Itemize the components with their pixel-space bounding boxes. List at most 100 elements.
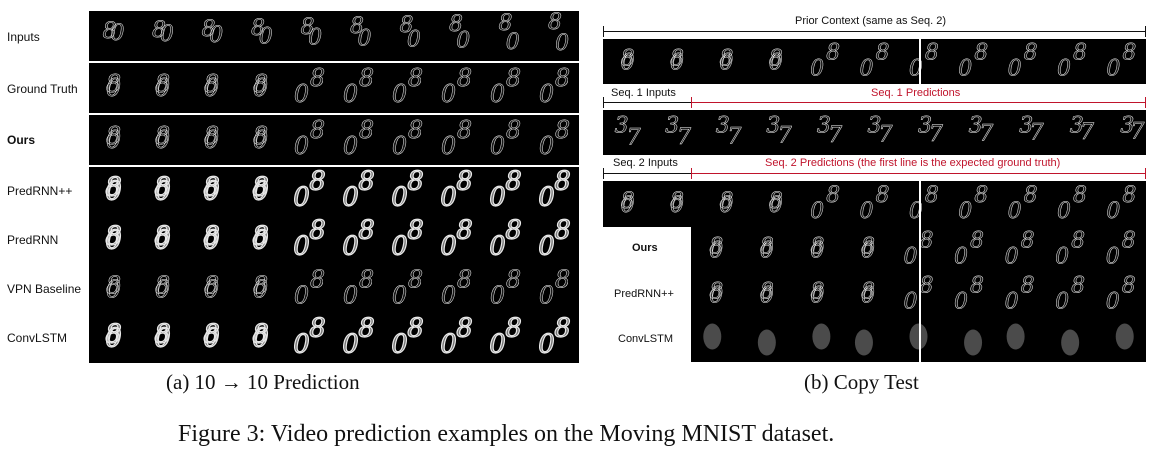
digit-mark: 0: [769, 51, 783, 76]
digit-mark: 8: [505, 216, 522, 246]
digit-mark: 8: [253, 272, 268, 300]
digit-mark: 8: [309, 167, 326, 197]
digit-mark: 0: [958, 199, 972, 224]
digit-mark: 0: [440, 330, 457, 360]
digit-mark: 8: [769, 189, 783, 214]
digit-mark: 8: [506, 266, 521, 294]
digit-mark: 8: [506, 116, 521, 144]
digit-mark: 0: [252, 226, 269, 256]
digit-mark: 3: [817, 114, 831, 139]
digit-mark: 8: [709, 280, 723, 305]
digit-mark: 0: [294, 80, 309, 108]
digit-mark: 3: [766, 114, 780, 139]
digit-mark: 8: [719, 47, 733, 72]
blurred-digit-blob: [812, 323, 831, 350]
digit-mark: 8: [252, 320, 269, 350]
digit-mark: 8: [554, 314, 571, 344]
digit-mark: 3: [969, 114, 983, 139]
seq1-inputs-label: Seq. 1 Inputs: [608, 87, 679, 99]
digit-mark: 8: [456, 167, 473, 197]
digit-mark: 0: [860, 57, 874, 82]
digit-mark: 0: [1106, 57, 1120, 82]
digit-mark: 8: [554, 216, 571, 246]
seq2-predictions-arrow: [691, 173, 1146, 174]
digit-mark: 8: [154, 173, 171, 203]
digit-mark: 8: [1021, 229, 1035, 254]
digit-mark: 0: [1106, 199, 1120, 224]
digit-mark: 0: [1055, 290, 1069, 315]
digit-mark: 7: [929, 122, 943, 147]
digit-mark: 0: [490, 282, 505, 310]
blurred-digit-blob: [1061, 329, 1080, 356]
digit-mark: 3: [665, 114, 679, 139]
arrow-tick: [603, 97, 604, 108]
digit-mark: 8: [358, 216, 375, 246]
digit-mark: 8: [1071, 229, 1085, 254]
digit-mark: 8: [310, 266, 325, 294]
digit-mark: 0: [538, 232, 555, 262]
prior-context-arrow: [603, 31, 1146, 32]
digit-mark: 0: [293, 330, 310, 360]
digit-mark: 0: [252, 324, 269, 354]
digit-mark: 7: [1030, 121, 1044, 146]
digit-mark: 8: [826, 41, 840, 66]
digit-mark: 0: [204, 74, 219, 102]
digit-mark: 0: [342, 232, 359, 262]
digit-mark: 8: [408, 266, 423, 294]
digit-mark: 0: [155, 276, 170, 304]
digit-mark: 8: [810, 235, 824, 260]
digit-mark: 8: [1122, 183, 1136, 208]
blurred-digit-blob: [1115, 323, 1134, 350]
digit-mark: 0: [392, 80, 407, 108]
blurred-digit-blob: [854, 329, 873, 356]
digit-mark: 8: [252, 173, 269, 203]
digit-mark: 3: [615, 114, 629, 139]
digit-mark: 7: [677, 125, 691, 150]
digit-mark: 0: [810, 284, 824, 309]
arrow-tick-right: [1145, 26, 1146, 37]
digit-mark: 0: [440, 232, 457, 262]
digit-mark: 8: [253, 70, 268, 98]
digit-mark: 8: [925, 41, 939, 66]
digit-mark: 8: [670, 47, 684, 72]
digit-mark: 8: [154, 320, 171, 350]
frame-separator: [919, 181, 921, 227]
digit-mark: 0: [154, 226, 171, 256]
digit-mark: 8: [105, 320, 122, 350]
arrow-tick: [1145, 97, 1146, 108]
digit-mark: 8: [506, 64, 521, 92]
digit-mark: 8: [621, 189, 635, 214]
digit-mark: 3: [868, 114, 882, 139]
digit-mark: 8: [925, 183, 939, 208]
digit-mark: 8: [970, 229, 984, 254]
digit-mark: 8: [155, 70, 170, 98]
digit-mark: 0: [489, 232, 506, 262]
digit-mark: 0: [407, 28, 421, 53]
digit-mark: 0: [391, 330, 408, 360]
digit-mark: 0: [293, 232, 310, 262]
digit-mark: 8: [309, 216, 326, 246]
digit-mark: 8: [253, 122, 268, 150]
blurred-digit-blob: [964, 329, 983, 356]
digit-mark: 8: [456, 216, 473, 246]
digit-mark: 0: [810, 239, 824, 264]
digit-mark: 8: [876, 41, 890, 66]
digit-mark: 0: [253, 276, 268, 304]
digit-mark: 0: [342, 183, 359, 213]
seq1-predictions-arrow: [691, 102, 1146, 103]
digit-mark: 0: [539, 282, 554, 310]
digit-mark: 8: [105, 222, 122, 252]
digit-mark: 8: [505, 167, 522, 197]
digit-mark: 0: [204, 276, 219, 304]
digit-mark: 8: [719, 189, 733, 214]
digit-mark: 8: [1122, 274, 1136, 299]
digit-mark: 8: [407, 167, 424, 197]
digit-mark: 0: [160, 22, 174, 47]
digit-mark: 8: [970, 274, 984, 299]
digit-mark: 8: [709, 235, 723, 260]
digit-mark: 0: [709, 284, 723, 309]
